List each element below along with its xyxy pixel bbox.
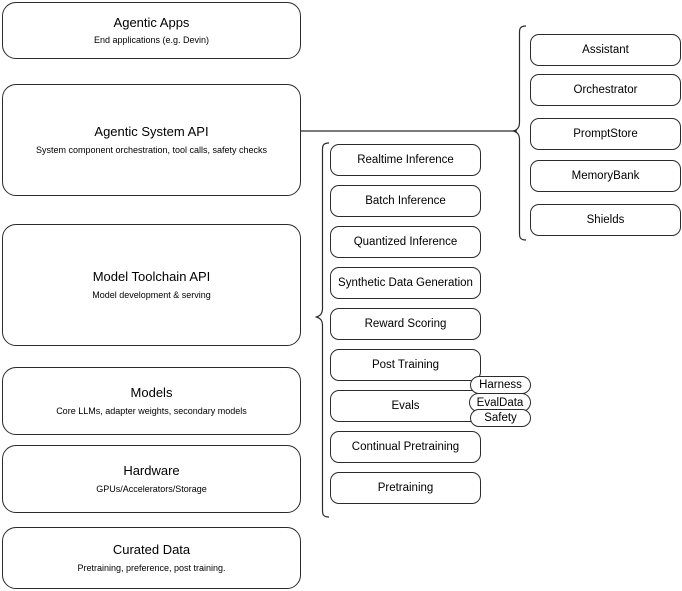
system-box-assistant[interactable]: Assistant <box>530 34 681 66</box>
layer-box-curated-data[interactable]: Curated Data Pretraining, preference, po… <box>2 527 301 589</box>
system-label: Orchestrator <box>573 83 638 96</box>
toolchain-box-batch-inference[interactable]: Batch Inference <box>330 185 481 217</box>
layer-subtitle: Model development & serving <box>92 289 211 300</box>
toolchain-box-synthetic-data-generation[interactable]: Synthetic Data Generation <box>330 267 481 299</box>
layer-title: Model Toolchain API <box>92 269 211 285</box>
system-label: Assistant <box>582 43 629 56</box>
layer-title: Agentic Apps <box>113 14 190 30</box>
layer-title: Agentic System API <box>94 124 209 140</box>
toolchain-label: Continual Pretraining <box>351 440 460 453</box>
toolchain-box-continual-pretraining[interactable]: Continual Pretraining <box>330 431 481 463</box>
layer-box-agentic-apps[interactable]: Agentic Apps End applications (e.g. Devi… <box>2 2 301 59</box>
layer-subtitle: System component orchestration, tool cal… <box>35 144 268 155</box>
system-box-memorybank[interactable]: MemoryBank <box>530 160 681 192</box>
evals-pill-label: Harness <box>479 379 522 391</box>
layer-subtitle: End applications (e.g. Devin) <box>93 35 210 45</box>
system-box-shields[interactable]: Shields <box>530 204 681 236</box>
toolchain-box-evals[interactable]: Evals <box>330 390 481 422</box>
system-box-orchestrator[interactable]: Orchestrator <box>530 74 681 106</box>
toolchain-box-quantized-inference[interactable]: Quantized Inference <box>330 226 481 258</box>
evals-pill-label: EvalData <box>476 396 524 409</box>
toolchain-label: Realtime Inference <box>357 153 454 166</box>
toolchain-box-realtime-inference[interactable]: Realtime Inference <box>330 144 481 176</box>
system-label: MemoryBank <box>571 169 640 182</box>
layer-title: Models <box>130 385 173 401</box>
brace-system-components <box>511 25 527 241</box>
toolchain-label: Pretraining <box>377 481 434 494</box>
toolchain-box-reward-scoring[interactable]: Reward Scoring <box>330 308 481 340</box>
layer-box-model-toolchain-api[interactable]: Model Toolchain API Model development & … <box>2 224 301 346</box>
layer-box-models[interactable]: Models Core LLMs, adapter weights, secon… <box>2 367 301 435</box>
toolchain-box-post-training[interactable]: Post Training <box>330 349 481 381</box>
evals-pill-label: Safety <box>484 412 517 424</box>
layer-subtitle: GPUs/Accelerators/Storage <box>96 483 207 494</box>
toolchain-label: Reward Scoring <box>364 317 447 330</box>
system-label: Shields <box>586 213 625 226</box>
layer-subtitle: Core LLMs, adapter weights, secondary mo… <box>56 405 247 416</box>
layer-title: Hardware <box>123 463 180 479</box>
toolchain-box-pretraining[interactable]: Pretraining <box>330 472 481 504</box>
toolchain-label: Quantized Inference <box>353 235 458 248</box>
toolchain-label: Post Training <box>371 358 440 371</box>
toolchain-label: Synthetic Data Generation <box>338 276 473 289</box>
toolchain-label: Evals <box>391 399 420 412</box>
layer-box-hardware[interactable]: Hardware GPUs/Accelerators/Storage <box>2 445 301 513</box>
brace-toolchain-components <box>314 142 330 518</box>
system-box-promptstore[interactable]: PromptStore <box>530 118 681 150</box>
toolchain-label: Batch Inference <box>365 194 446 207</box>
layer-subtitle: Pretraining, preference, post training. <box>77 562 226 573</box>
layer-title: Curated Data <box>112 542 191 558</box>
evals-pill-harness[interactable]: Harness <box>470 376 531 394</box>
evals-pill-safety[interactable]: Safety <box>470 409 531 427</box>
system-label: PromptStore <box>573 127 638 140</box>
layer-box-agentic-system-api[interactable]: Agentic System API System component orch… <box>2 84 301 196</box>
